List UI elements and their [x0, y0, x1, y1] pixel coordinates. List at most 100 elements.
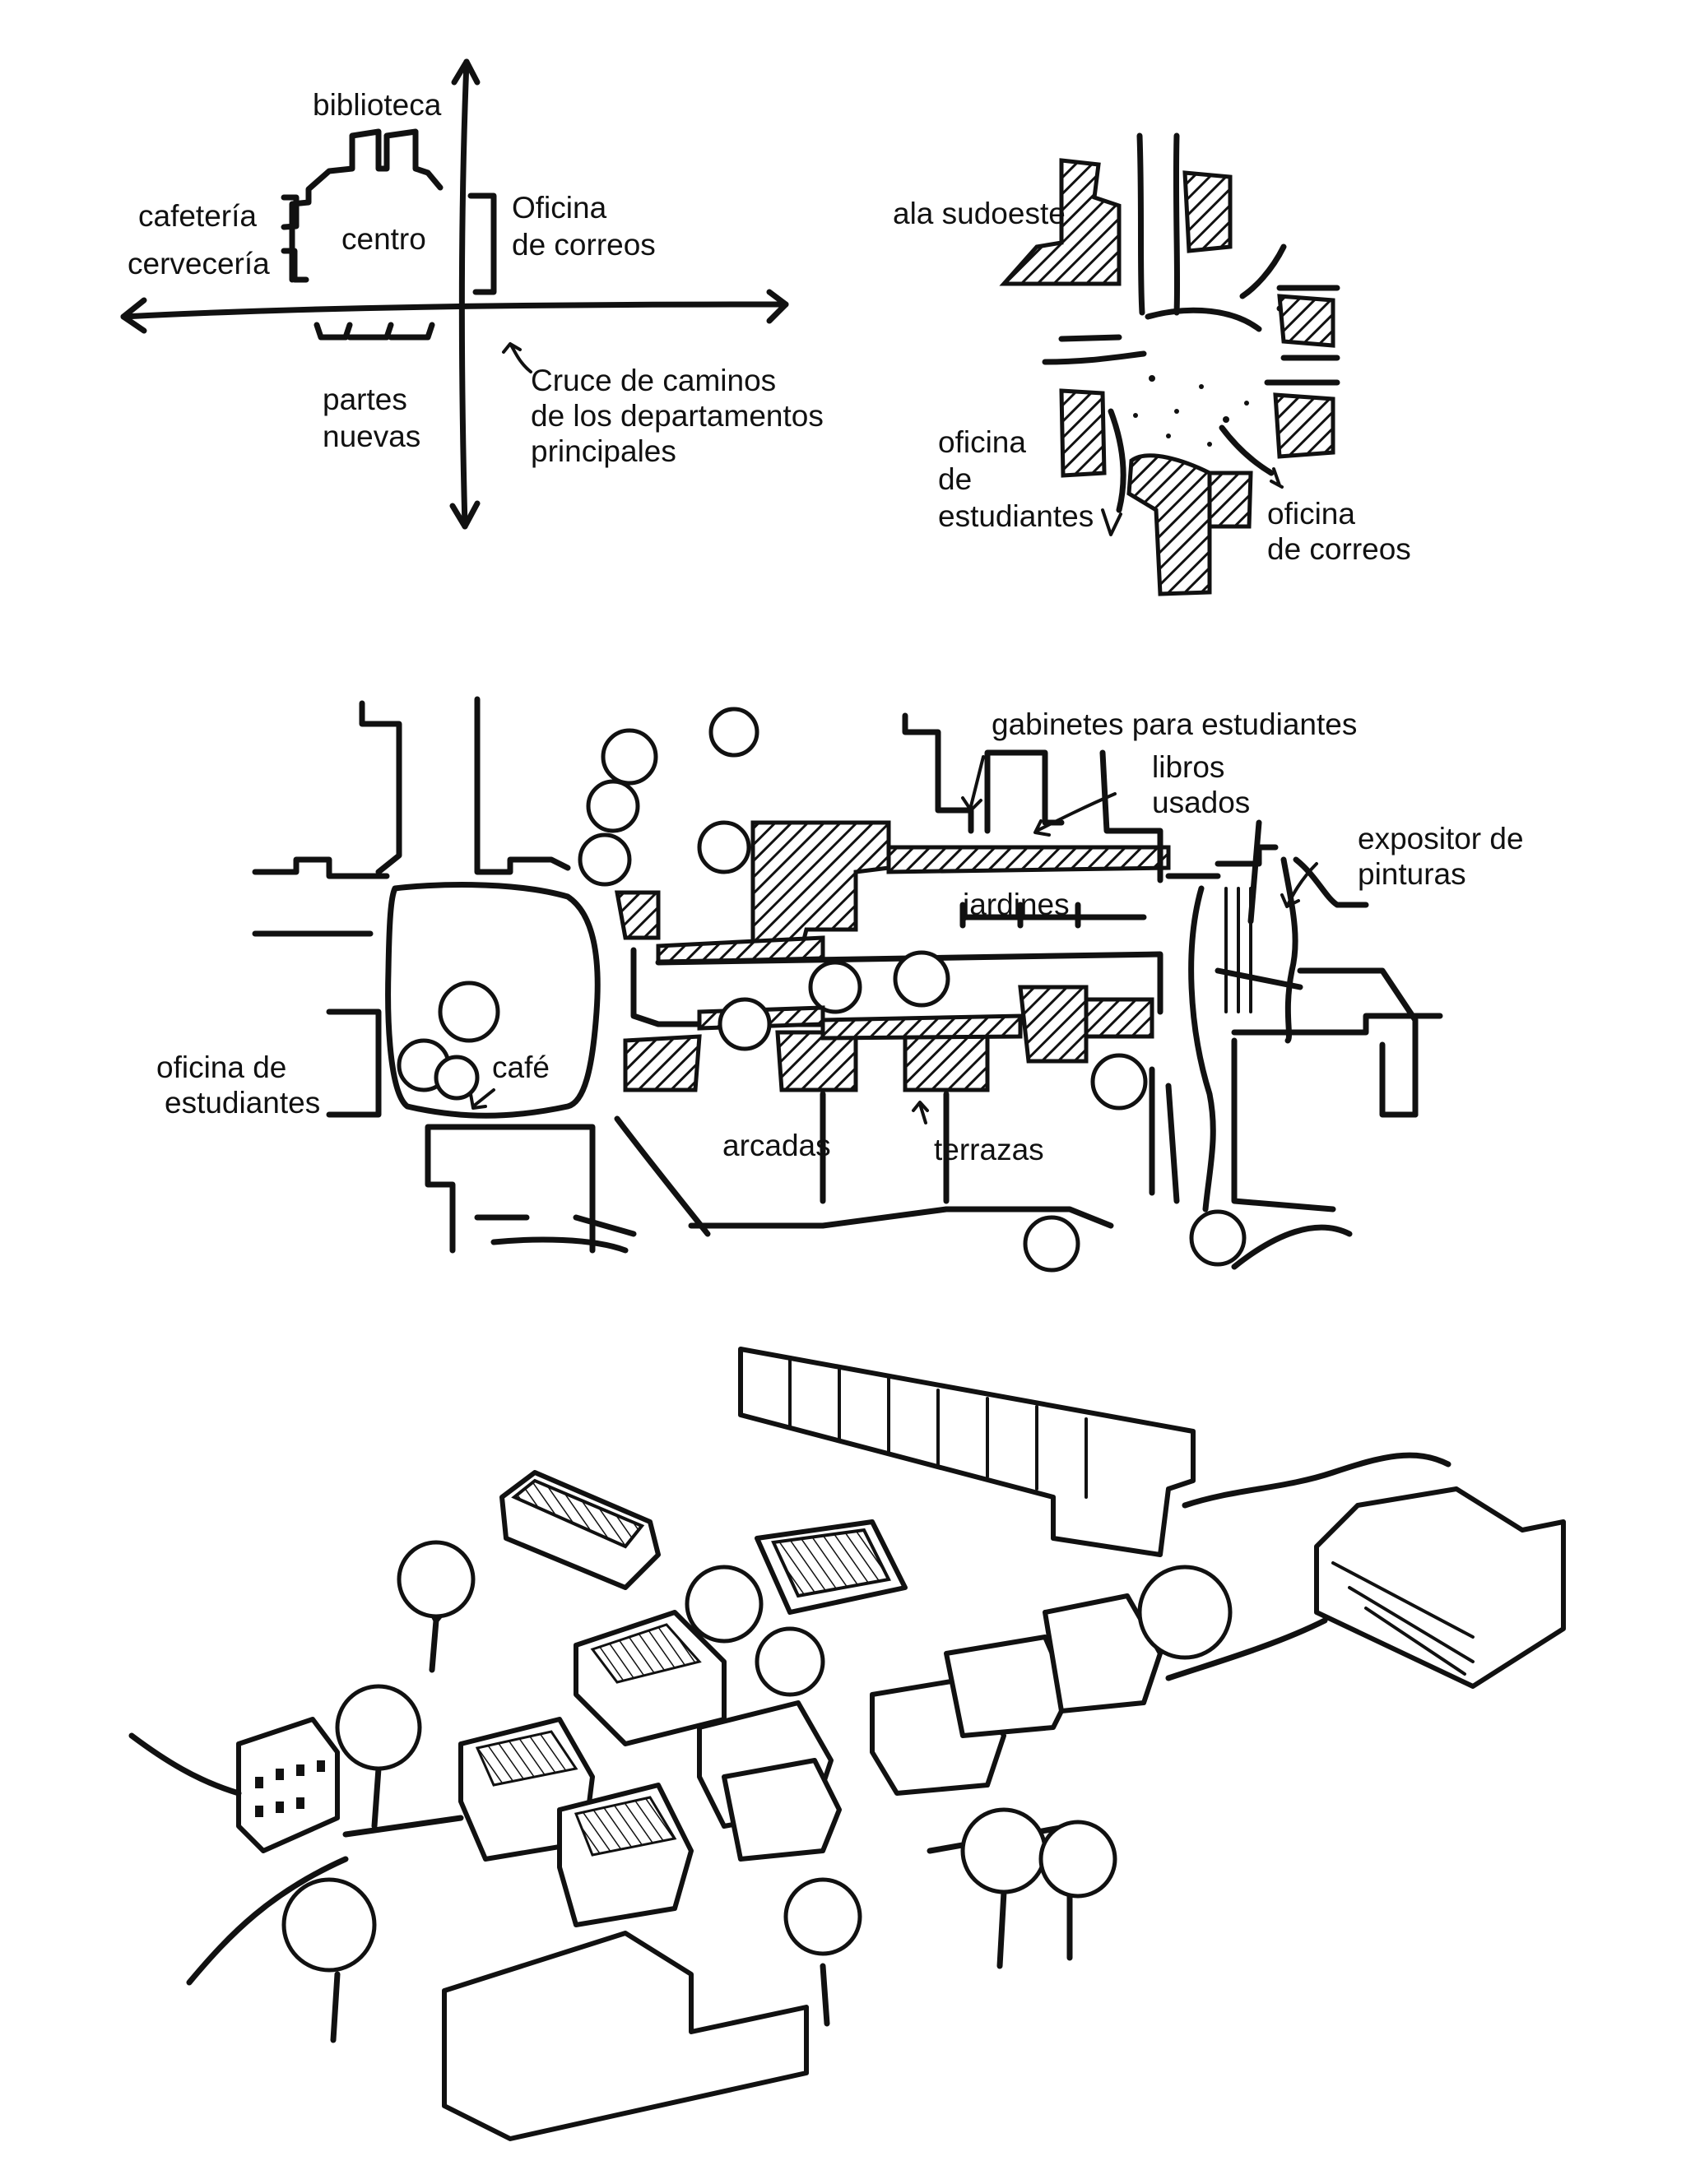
centro-outline	[289, 128, 444, 283]
label-libros-line1: libros	[1152, 750, 1224, 784]
oficina-correos-building	[1207, 471, 1253, 529]
label-centro: centro	[341, 222, 426, 256]
pointer-arrow	[961, 755, 985, 812]
label-oficina-correos-line2: de correos	[512, 228, 656, 262]
road-edge	[342, 1815, 464, 1838]
diagram-axes: biblioteca cafetería cervecería centro O…	[120, 58, 824, 530]
tree	[1137, 1565, 1233, 1660]
label-partes-line2: nuevas	[323, 420, 420, 453]
road-edge	[1293, 856, 1369, 908]
label-cafe: café	[492, 1050, 550, 1084]
diagram-site-plan: gabinetes para estudiantes libros usados…	[156, 696, 1524, 1273]
path-edge	[820, 1091, 950, 1204]
path-edge	[1231, 1224, 1353, 1270]
tree	[893, 950, 950, 1008]
roof-hatch	[574, 1796, 677, 1857]
east-building-lower	[1273, 392, 1335, 459]
tree	[397, 1540, 476, 1619]
hatched-walkway	[820, 1013, 1023, 1041]
tree-trunk	[820, 1963, 830, 2027]
road-edge	[1136, 132, 1145, 316]
sketch-trees	[281, 1540, 1233, 2043]
facade-lines	[1331, 1561, 1475, 1676]
wall	[425, 1124, 596, 1254]
pointer-arrow	[1270, 467, 1284, 489]
wall	[1099, 749, 1163, 883]
tree	[1023, 1215, 1080, 1273]
long-block	[738, 1347, 1196, 1557]
label-cruce-line1: Cruce de caminos	[531, 364, 776, 397]
partes-nuevas-bracket	[314, 322, 435, 341]
axis-arrow-left	[120, 297, 147, 334]
tree	[281, 1877, 377, 1973]
house	[1043, 1593, 1163, 1713]
wall	[1215, 844, 1279, 867]
wall	[1297, 967, 1419, 1118]
hatched-building	[775, 1030, 858, 1092]
plaza-texture	[1133, 375, 1249, 447]
label-oficina-estudiantes-line2: estudiantes	[165, 1086, 320, 1120]
label-cruce-line2: de los departamentos	[531, 399, 824, 433]
pointer-arrow	[1033, 792, 1117, 837]
tree	[708, 707, 759, 758]
label-oficina-correos-line2: de correos	[1267, 532, 1411, 566]
road-edge	[1219, 424, 1275, 476]
hatched-building	[615, 890, 661, 940]
courtyard-outline	[385, 882, 601, 1119]
road-edge	[1042, 350, 1147, 365]
tree	[1189, 1209, 1247, 1267]
jardines-tick	[959, 902, 1081, 929]
corridor-wall	[655, 951, 1163, 1015]
corner-building	[236, 1717, 340, 1853]
tree	[685, 1565, 764, 1644]
tree	[438, 981, 500, 1043]
label-cerveceria: cervecería	[128, 247, 270, 281]
path-edge	[614, 1115, 1114, 1237]
tree	[335, 1684, 422, 1771]
label-oficina-correos-line1: Oficina	[512, 191, 607, 225]
tree-trunk	[996, 1889, 1007, 1969]
tree	[718, 997, 772, 1051]
pointer-arrow	[1280, 862, 1318, 908]
path-edge	[474, 1214, 637, 1237]
wall	[984, 749, 1065, 834]
wall	[1231, 1037, 1336, 1213]
label-oficina-estudiantes-line3: estudiantes	[938, 499, 1094, 533]
pointer-arrow	[912, 1101, 929, 1124]
road-edge	[1182, 1452, 1451, 1509]
tree	[755, 1626, 825, 1697]
axonometric-sketch	[128, 1347, 1566, 2141]
label-oficina-correos-line1: oficina	[1267, 497, 1355, 531]
road-edge	[128, 1732, 242, 1797]
roof-hatch	[511, 1478, 645, 1549]
tree-trunk	[371, 1765, 382, 1829]
path-edge	[1149, 1066, 1180, 1204]
tree	[1090, 1053, 1148, 1111]
right-building	[1314, 1486, 1566, 1689]
road-edge	[186, 1856, 349, 1986]
tree	[783, 1877, 862, 1956]
label-biblioteca: biblioteca	[313, 88, 442, 122]
label-libros-line2: usados	[1152, 786, 1250, 819]
north-building	[1182, 170, 1233, 253]
label-cafeteria: cafetería	[138, 199, 257, 233]
road-edge	[1108, 408, 1126, 513]
cafeteria-bracket	[281, 194, 300, 230]
label-cruce-line3: principales	[531, 434, 676, 468]
hatched-building	[623, 1034, 702, 1092]
label-partes-line1: partes	[323, 383, 407, 416]
hatched-building	[750, 820, 891, 948]
road-edge	[1280, 856, 1298, 1044]
hatched-building	[1084, 997, 1154, 1039]
roof-hatch	[590, 1623, 702, 1684]
road-edge	[1173, 132, 1181, 316]
road-edge	[1058, 334, 1122, 342]
path-edge	[490, 1236, 629, 1254]
tree	[1038, 1820, 1117, 1899]
cerveceria-bracket	[281, 248, 309, 283]
wall	[252, 856, 390, 879]
tree	[960, 1807, 1047, 1894]
pointer-arrow	[1101, 508, 1122, 536]
axis-arrow-right	[766, 289, 789, 324]
